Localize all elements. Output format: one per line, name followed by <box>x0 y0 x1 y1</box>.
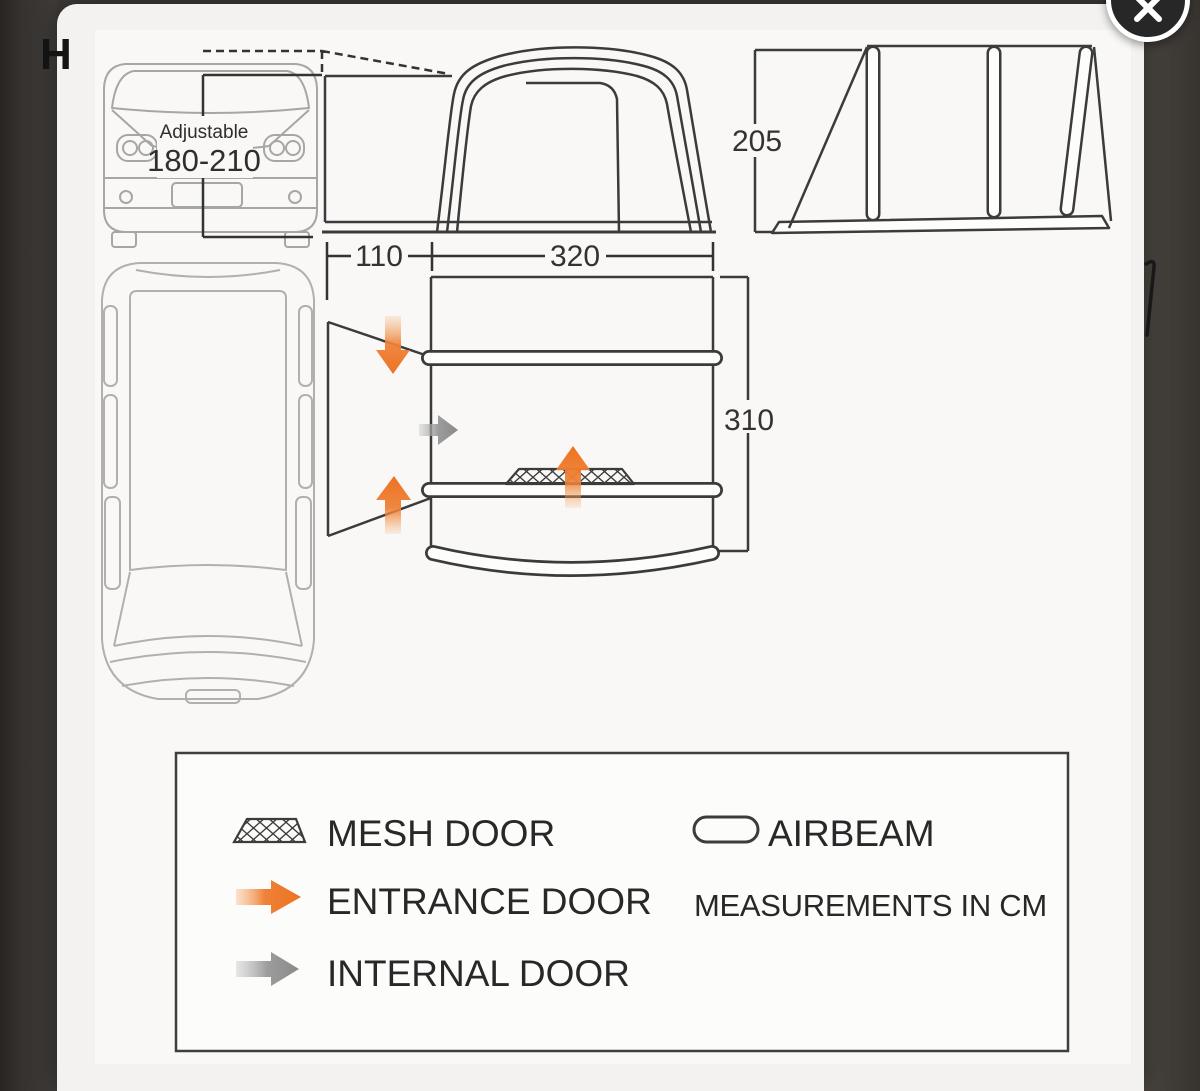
floorplan-walls <box>429 275 715 547</box>
van-top-view <box>101 262 315 704</box>
entrance-door-icon <box>236 880 301 914</box>
legend-box: MESH DOOR AIRBEAM ENTRANCE DOOR MEASUREM… <box>174 751 1070 1053</box>
hood-lines <box>109 651 307 687</box>
license-plate <box>171 182 243 208</box>
awning-arc-middle <box>445 56 703 233</box>
legend-airbeam-label: AIRBEAM <box>768 813 935 854</box>
internal-door-icon <box>236 952 299 986</box>
tunnel-profile <box>323 74 452 222</box>
legend-internal-door-label: INTERNAL DOOR <box>327 953 630 994</box>
adjustable-range-value: 180-210 <box>147 143 261 178</box>
rear-window <box>135 269 281 278</box>
front-door-outline <box>526 81 621 233</box>
van-front-view <box>103 63 318 248</box>
backdrop-left-strip <box>0 0 57 1091</box>
label-knockout <box>729 124 786 157</box>
side-rear-edge <box>1092 46 1113 222</box>
backdrop-right-strip <box>1144 0 1200 1091</box>
tunnel-width-value: 110 <box>355 240 403 273</box>
depth-value: 310 <box>724 404 774 437</box>
legend-entrance-door-label: ENTRANCE DOOR <box>327 881 652 922</box>
legend-measurements-note: MEASUREMENTS IN CM <box>694 888 1047 923</box>
side-height-value: 205 <box>732 125 782 158</box>
front-plate <box>185 689 241 704</box>
airbeam-icon <box>692 815 760 844</box>
wheel-left <box>111 231 137 248</box>
awning-front-elevation <box>322 46 716 234</box>
label-knockout <box>157 116 253 178</box>
close-icon <box>1134 0 1162 22</box>
internal-door-arrow <box>419 415 458 445</box>
adjustable-label: Adjustable <box>160 122 249 143</box>
connecting-tunnel <box>326 320 432 538</box>
label-knockout <box>351 241 408 271</box>
windshield <box>111 70 310 114</box>
side-groundsheet <box>770 214 1111 235</box>
background-page-mark <box>1144 259 1156 337</box>
awning-side-view <box>753 44 1113 235</box>
label-knockout <box>545 241 606 271</box>
side-front-edge <box>787 46 869 229</box>
headlight-right <box>263 134 305 162</box>
legend-mesh-door-label: MESH DOOR <box>327 813 555 854</box>
roof-panel <box>129 290 287 571</box>
page-heading-fragment: H <box>40 30 72 79</box>
awning-arc-inner <box>455 67 693 233</box>
awning-arc-outer <box>435 46 713 233</box>
entrance-door-arrow-top <box>376 316 410 374</box>
windshield-top <box>113 571 303 647</box>
entrance-door-arrow-bottom <box>376 476 411 534</box>
entrance-door-arrow-front <box>556 446 590 508</box>
mesh-door-icon <box>232 817 307 844</box>
awning-width-value: 320 <box>550 240 600 273</box>
side-airbeams <box>865 45 1094 222</box>
wheel-right <box>284 231 310 248</box>
label-knockout <box>721 400 778 433</box>
